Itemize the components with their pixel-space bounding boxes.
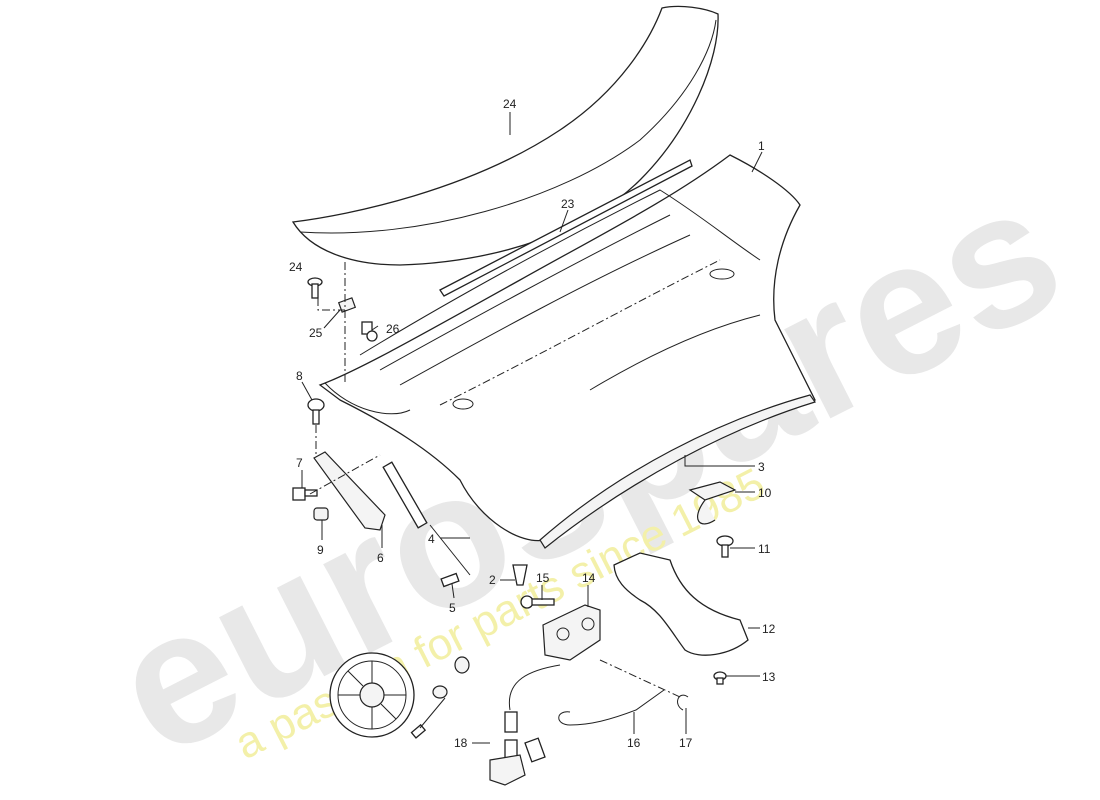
callout-24-screw: 24	[289, 260, 303, 274]
callout-6: 6	[377, 551, 384, 565]
bolt-15	[520, 595, 555, 609]
callout-9: 9	[317, 543, 324, 557]
clip-17	[677, 694, 689, 711]
bolt-8	[307, 398, 325, 425]
callout-14: 14	[582, 571, 596, 585]
cable-16	[558, 689, 665, 726]
screw-11	[716, 535, 734, 558]
callout-15: 15	[536, 571, 550, 585]
callout-16: 16	[627, 736, 641, 750]
callout-24-spoiler: 24	[503, 97, 517, 111]
cap-9	[313, 507, 329, 521]
gas-strut-4	[382, 461, 471, 576]
ball-stud-5	[440, 572, 460, 588]
callout-12: 12	[762, 622, 776, 636]
lid-seal	[539, 394, 816, 549]
callout-17: 17	[679, 736, 693, 750]
screw-13	[713, 671, 727, 685]
callout-4: 4	[428, 532, 435, 546]
callout-25: 25	[309, 326, 323, 340]
callout-23: 23	[561, 197, 575, 211]
callout-11: 11	[758, 542, 771, 556]
buffer-2	[512, 564, 528, 586]
fan	[329, 652, 415, 738]
callout-18: 18	[454, 736, 468, 750]
callout-26: 26	[386, 322, 400, 336]
callout-10: 10	[758, 486, 772, 500]
air-duct-12	[613, 552, 749, 656]
callout-1: 1	[758, 139, 765, 153]
callout-2: 2	[489, 573, 496, 587]
callout-3: 3	[758, 460, 765, 474]
release-18	[489, 711, 546, 786]
callout-7: 7	[296, 456, 303, 470]
seal-strip	[439, 159, 693, 297]
bracket-10	[688, 481, 737, 525]
bolt-26	[361, 321, 378, 342]
callout-8: 8	[296, 369, 303, 383]
hinge-6	[313, 451, 386, 531]
grommets	[410, 656, 470, 739]
callout-5: 5	[449, 601, 456, 615]
callout-13: 13	[762, 670, 776, 684]
leader-lines	[301, 112, 763, 744]
screw-24	[307, 277, 323, 299]
